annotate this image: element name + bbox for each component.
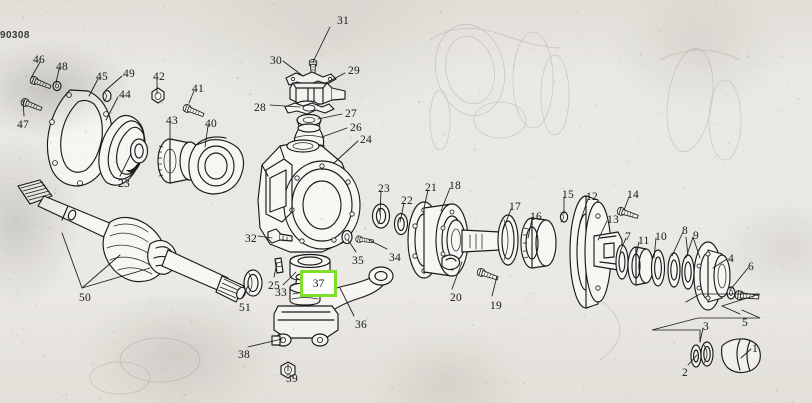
part-40-yoke [188,136,245,195]
part-23-oil-seal-right [371,203,391,229]
part-28-seal-plate [284,102,335,115]
leader-line-50-branch [81,254,121,289]
callout-16: 16 [530,211,542,223]
callout-18: 18 [449,180,461,192]
callout-12: 12 [586,191,598,203]
callout-22: 22 [401,195,413,207]
leader-line-5 [721,305,741,315]
callout-4: 4 [728,253,734,265]
callout-20: 20 [450,292,462,304]
part-9-shim [681,254,695,290]
callout-3: 3 [703,321,709,333]
part-3-seal [700,341,714,367]
highlight-box-part-37[interactable]: 37 [300,270,337,297]
part-8-shim [667,252,681,288]
callout-15: 15 [562,189,574,201]
part-10-ring [650,249,666,287]
callout-13: 13 [607,214,619,226]
page-bleed-through [89,24,742,395]
highlight-part-number: 37 [312,277,325,290]
callout-51: 51 [239,302,251,314]
part-34-stud [355,235,375,245]
callout-45: 45 [96,71,108,83]
callout-29: 29 [348,65,360,77]
leader-line-24 [333,140,359,164]
part-41-bolt [181,103,206,119]
callout-48: 48 [56,61,68,73]
callout-19: 19 [490,300,502,312]
callout-35: 35 [352,255,364,267]
callout-49: 49 [123,68,135,80]
callout-46: 46 [33,54,45,66]
leader-line-35 [347,239,357,253]
part-50-cv-axle-shaft [17,179,246,303]
part-16-bearing [520,217,557,269]
callout-39: 39 [286,373,298,385]
callout-28: 28 [254,102,266,114]
callout-38: 38 [238,349,250,361]
part-11-bearing [627,246,654,286]
part-20-retaining-clip [441,254,461,271]
leader-line-50 [61,232,83,289]
part-19-bolt [475,267,500,283]
callout-36: 36 [355,319,367,331]
callout-9: 9 [693,230,699,242]
callout-50: 50 [79,292,91,304]
callout-5: 5 [742,317,748,329]
part-7-spacer [615,244,629,280]
leader-line-31 [312,26,331,63]
leader-line-34 [368,239,388,250]
callout-43: 43 [166,115,178,127]
callout-40: 40 [205,118,217,130]
callout-25: 25 [268,280,280,292]
callout-44: 44 [119,89,131,101]
leader-line-26 [321,127,348,138]
callout-17: 17 [509,201,521,213]
leader-line-30 [282,60,304,77]
callout-32: 32 [245,233,257,245]
leader-line-6 [729,267,749,291]
part-42-nut [151,87,165,104]
part-24-steering-knuckle-housing [257,139,361,282]
callout-27: 27 [345,108,357,120]
left-flange-group [19,75,245,195]
part-46-bolt [28,75,53,91]
callout-23: 23 [118,178,130,190]
callout-47: 47 [17,119,29,131]
callout-34: 34 [389,252,401,264]
callout-14: 14 [627,189,639,201]
callout-42: 42 [153,71,165,83]
part-49-bolt [102,90,112,102]
part-48-washer [52,80,62,92]
callout-2: 2 [682,367,688,379]
sheet-code: 90308 [0,30,30,41]
part-5-bolt [734,290,760,302]
callout-41: 41 [192,83,204,95]
callout-33: 33 [275,287,287,299]
leader-line-branch [685,236,689,257]
part-51-seal-ring [243,269,263,297]
callout-7: 7 [625,231,631,243]
callout-6: 6 [748,261,754,273]
part-23-seal-left [129,138,149,164]
callout-24: 24 [360,134,372,146]
callout-10: 10 [655,231,667,243]
callout-30: 30 [270,55,282,67]
leader-line-49 [105,75,123,91]
part-17-oil-seal [497,214,519,266]
callout-23: 23 [378,183,390,195]
part-4-wheel-hub [693,241,731,311]
part-14-bolt [615,206,640,221]
callout-26: 26 [350,122,362,134]
callout-31: 31 [337,15,349,27]
part-35-washer [341,229,353,245]
callout-1: 1 [752,343,758,355]
callout-11: 11 [638,235,650,247]
callout-21: 21 [425,182,437,194]
leader-line-27 [317,113,343,120]
callout-8: 8 [682,225,688,237]
